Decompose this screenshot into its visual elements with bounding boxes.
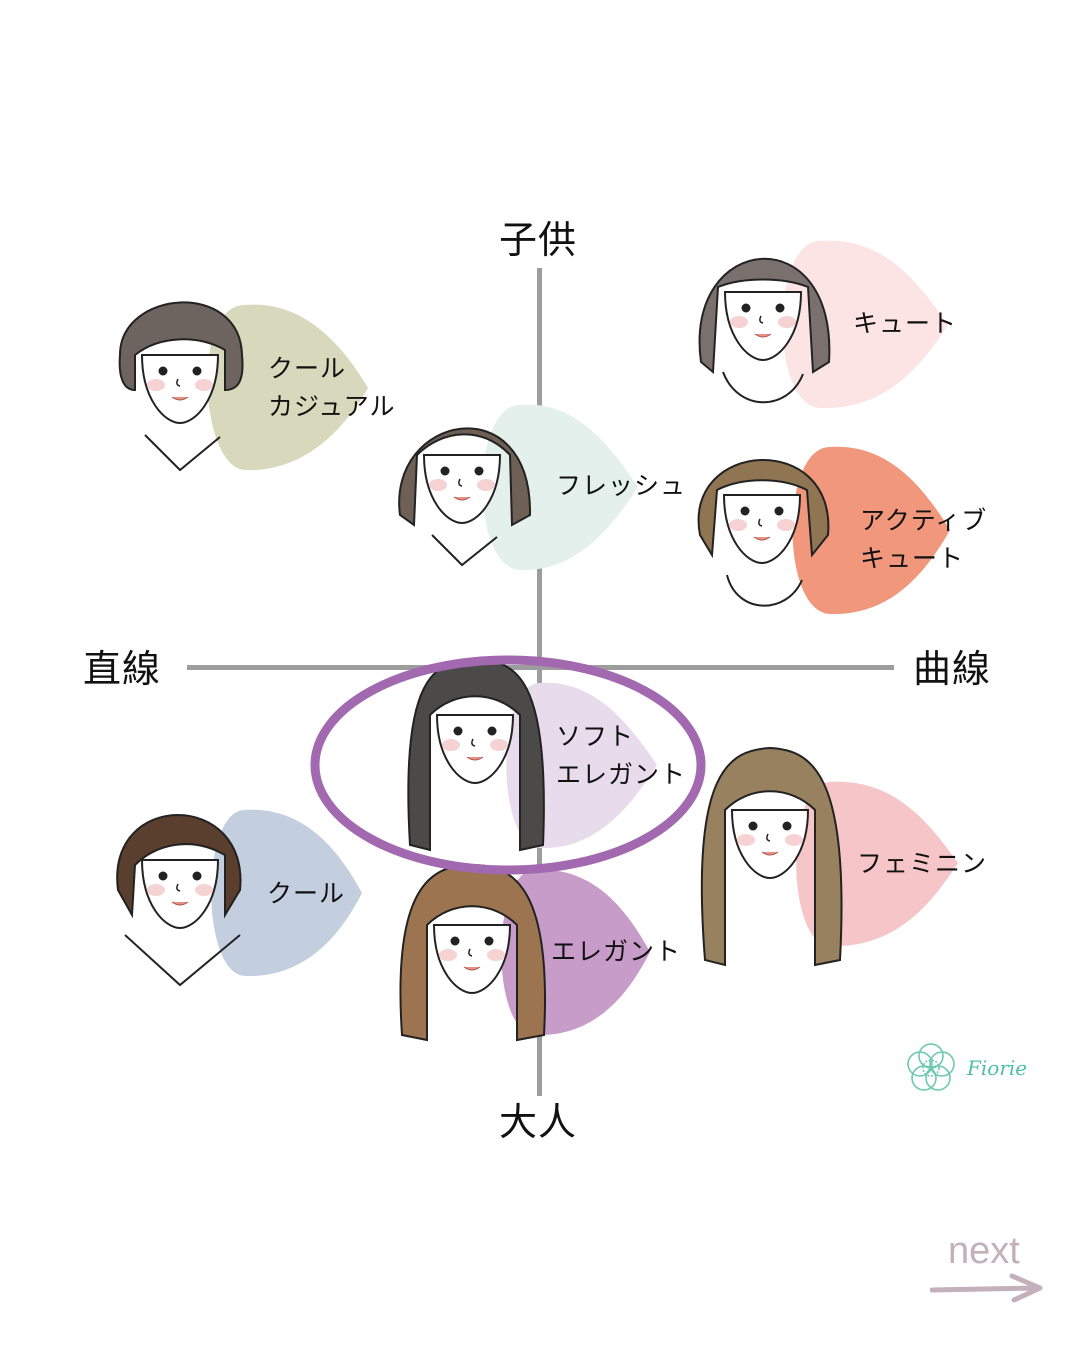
label-line: フレッシュ	[556, 471, 687, 500]
label-line: カジュアル	[268, 392, 396, 421]
face-soft-elegant	[407, 658, 545, 852]
face-cool-casual	[118, 301, 244, 472]
petal-fresh	[482, 404, 638, 571]
petal-cool	[211, 809, 362, 977]
label-cute: キュート	[853, 305, 957, 343]
next-label: next	[948, 1230, 1020, 1272]
brand-logo: Fiorie	[903, 1040, 1027, 1096]
arrow-right-icon	[929, 1273, 1043, 1303]
label-cool-casual: クール カジュアル	[268, 350, 396, 426]
axis-label-bottom: 大人	[499, 1100, 578, 1144]
label-cool: クール	[267, 875, 345, 913]
axis-label-top: 子供	[499, 218, 578, 262]
label-active-cute: アクティブ キュート	[860, 502, 987, 578]
label-line: クール	[268, 354, 347, 383]
face-elegant	[399, 863, 546, 1042]
highlight-ellipse	[310, 655, 706, 875]
vertical-axis	[537, 268, 542, 1096]
label-feminine: フェミニン	[857, 845, 987, 883]
label-line: エレガント	[556, 760, 687, 789]
label-line: クール	[267, 879, 346, 908]
label-soft-elegant: ソフト エレガント	[556, 718, 686, 794]
petal-active-cute	[792, 446, 950, 615]
axis-label-right: 曲線	[913, 647, 992, 691]
label-elegant: エレガント	[551, 933, 681, 971]
label-line: アクティブ	[860, 506, 988, 535]
label-line: キュート	[860, 544, 965, 573]
face-fresh	[398, 427, 532, 567]
face-active-cute	[697, 459, 830, 607]
label-fresh: フレッシュ	[556, 467, 686, 505]
petal-cool-casual	[207, 304, 368, 471]
label-line: キュート	[853, 309, 958, 338]
face-cool	[116, 814, 242, 987]
face-cute	[698, 257, 831, 404]
label-line: ソフト	[556, 722, 635, 751]
flower-icon	[907, 1043, 955, 1091]
next-button[interactable]: next	[929, 1230, 1050, 1307]
horizontal-axis	[187, 665, 894, 670]
face-feminine	[700, 746, 843, 967]
logo-text: Fiorie	[967, 1056, 1028, 1080]
label-line: エレガント	[551, 937, 682, 966]
label-line: フェミニン	[857, 849, 988, 878]
axis-label-left: 直線	[83, 647, 162, 691]
